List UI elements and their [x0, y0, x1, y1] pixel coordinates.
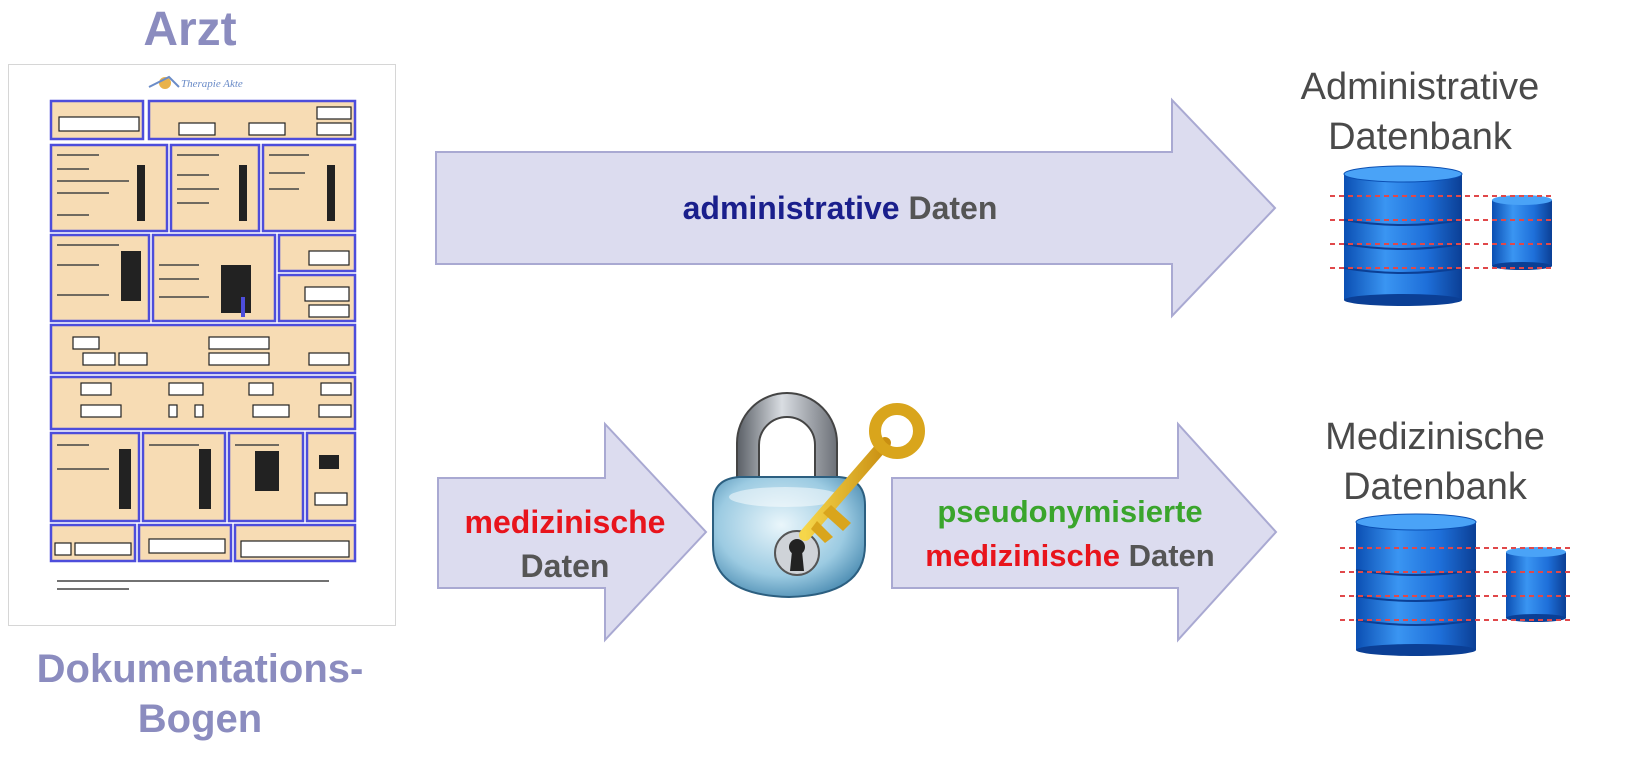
svg-text:Therapie Akte: Therapie Akte: [181, 78, 243, 90]
daten-word: Daten: [908, 190, 998, 226]
admin-db-small-cylinder: [1492, 195, 1552, 270]
admin-word: administrative: [682, 190, 900, 226]
med-word: medizinische: [464, 504, 666, 540]
admin-database-icon: [1330, 165, 1555, 306]
med-left-arrow-label: medizinische Daten: [440, 500, 690, 588]
admin-db-large-cylinder: [1343, 165, 1463, 306]
med-db-line-1: Medizinische: [1325, 416, 1545, 458]
documentation-form-caption: Dokumentations- Bogen: [10, 644, 390, 744]
med-db-label: Medizinische Datenbank: [1300, 412, 1570, 512]
doctor-title: Arzt: [143, 3, 237, 56]
admin-db-label: Administrative Datenbank: [1285, 62, 1555, 162]
daten-word-2: Daten: [520, 548, 610, 584]
med-arrow-right-shape: [891, 421, 1278, 643]
med-db-large-cylinder: [1355, 513, 1477, 656]
admin-arrow-shape: [435, 97, 1277, 319]
documentation-form-image: Therapie Akte: [8, 64, 396, 626]
admin-db-line-2: Datenbank: [1328, 116, 1512, 158]
admin-arrow-label: administrative Daten: [560, 190, 1120, 227]
med-right-arrow-label: pseudonymisierte medizinische Daten: [890, 490, 1250, 578]
form-logo-icon: [148, 75, 180, 89]
med-db-line-2: Datenbank: [1343, 466, 1527, 508]
caption-line-2: Bogen: [137, 697, 263, 741]
form-graphic: Therapie Akte: [49, 75, 357, 590]
padlock-with-key-icon: [712, 392, 925, 599]
pseudonymized-word: pseudonymisierte: [937, 494, 1203, 529]
med-arrow-left-shape: [437, 421, 708, 643]
pseudo-line-2: medizinische Daten: [890, 534, 1250, 578]
caption-line-1: Dokumentations-: [36, 647, 364, 691]
med-db-small-cylinder: [1506, 547, 1566, 622]
med-database-icon: [1340, 513, 1570, 656]
daten-word-3: Daten: [1128, 538, 1215, 573]
admin-db-line-1: Administrative: [1300, 66, 1540, 108]
key-icon: [799, 403, 925, 543]
med-word-2: medizinische: [925, 538, 1120, 573]
